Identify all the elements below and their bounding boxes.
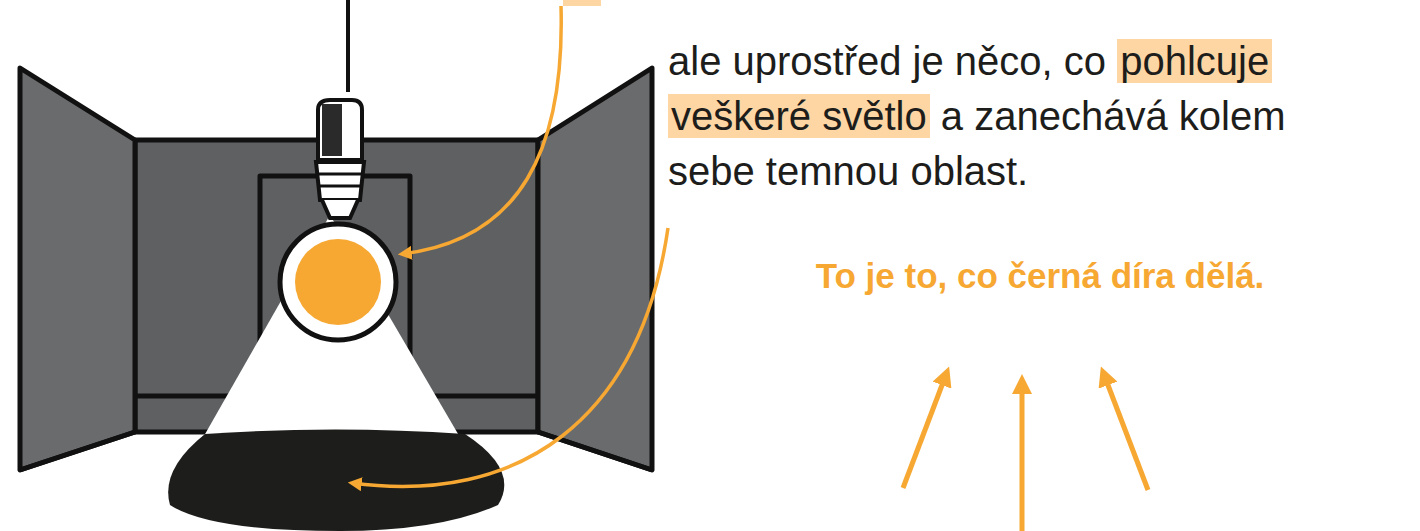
leader-arrow <box>402 6 561 254</box>
dark-area <box>168 430 504 531</box>
up-arrows <box>903 372 1148 531</box>
bulb <box>280 224 396 340</box>
paragraph-text: ale uprostřed je něco, co <box>668 39 1106 83</box>
paragraph: ale uprostřed je něco, copohlcuje vešker… <box>668 34 1360 199</box>
statement-text: To je to, co černá díra dělá. <box>816 256 1265 295</box>
statement-heading: To je to, co černá díra dělá. <box>640 256 1420 296</box>
bulb-socket <box>316 100 364 218</box>
leader-arrow <box>352 228 668 486</box>
cut-highlight <box>563 0 601 6</box>
cord <box>346 0 350 92</box>
bulb-glow <box>295 239 381 325</box>
